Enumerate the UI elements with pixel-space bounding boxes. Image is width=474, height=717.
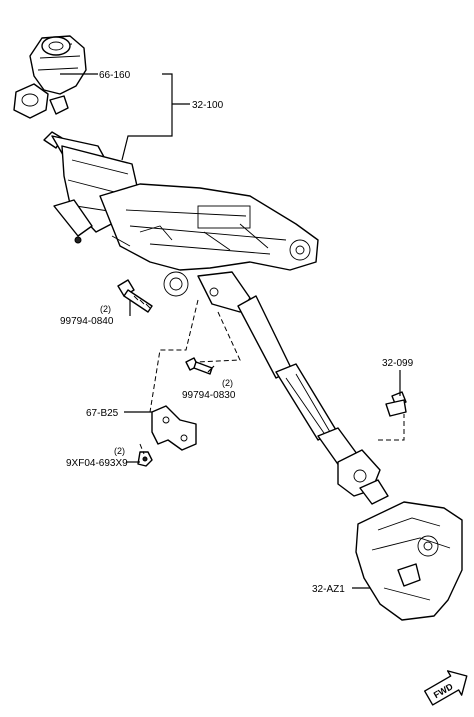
callout-67-b25: 67-B25 (86, 408, 119, 419)
bolt-99794-0840-part (117, 279, 153, 313)
callout-32-099: 32-099 (382, 358, 414, 369)
bracket-67-b25-part (151, 405, 197, 451)
callout-32-az1: 32-AZ1 (312, 584, 345, 595)
boot-32-az1-part (355, 501, 463, 621)
steering-column-part (43, 131, 389, 505)
callout-66-160: 66-160 (99, 70, 131, 81)
ignition-switch-part (13, 35, 87, 119)
callout-labels: 66-160 32-100 (2) 99794-0840 32-099 (2) … (60, 70, 414, 595)
callout-qty-99794-0840: (2) (100, 304, 111, 314)
clip-32-099-part (385, 391, 407, 417)
callout-9xf04-693x9: 9XF04-693X9 (66, 458, 128, 469)
fwd-arrow-icon (423, 670, 468, 706)
callout-99794-0840: 99794-0840 (60, 316, 114, 327)
bolt-99794-0830-part (185, 357, 213, 375)
callout-99794-0830: 99794-0830 (182, 390, 236, 401)
callout-qty-9xf04-693x9: (2) (114, 446, 125, 456)
callout-qty-99794-0830: (2) (222, 378, 233, 388)
callout-32-100: 32-100 (192, 100, 224, 111)
fwd-direction-marker: FWD (423, 670, 468, 706)
nut-9xf04-693x9-part (137, 451, 153, 467)
leader-lines (60, 73, 405, 589)
